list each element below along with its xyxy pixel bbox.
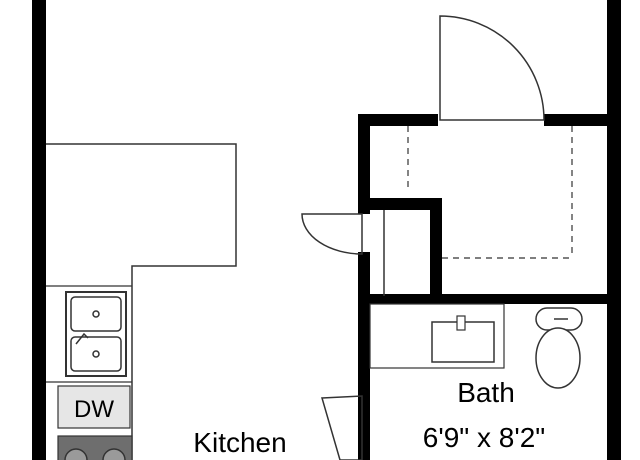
bath-vanity-counter [369,303,505,369]
linen-divider-horizontal [358,198,442,210]
sink-basin-upper [70,296,122,332]
closet-top-wall-left [358,114,438,126]
toilet-bowl [535,327,581,389]
dishwasher [57,385,131,429]
dishwasher-label: DW [74,396,114,423]
bath-name-label: Bath [457,377,515,408]
bath-dimensions-label: 6'9" x 8'2" [423,422,545,453]
sink-drain-upper [92,310,100,318]
closet-top-wall-right [544,114,614,126]
closet-left-wall-upper [358,114,370,214]
right-exterior-wall [607,0,621,460]
sink-faucet [75,332,89,345]
burner-left [64,448,88,460]
kitchen-counter [46,143,237,460]
bath-faucet [456,315,466,331]
linen-door-swing [301,213,363,255]
sink-drain-lower [92,350,100,358]
burner-right [102,448,126,460]
sink-basin-lower [70,336,122,372]
bath-top-wall [358,294,614,304]
kitchen-name-label: Kitchen [193,427,286,458]
left-exterior-wall [32,0,46,460]
linen-divider-vertical [430,198,442,302]
bath-door-swing [321,395,363,460]
closet-door-swing [439,15,545,121]
closet-left-wall-lower [358,252,370,460]
